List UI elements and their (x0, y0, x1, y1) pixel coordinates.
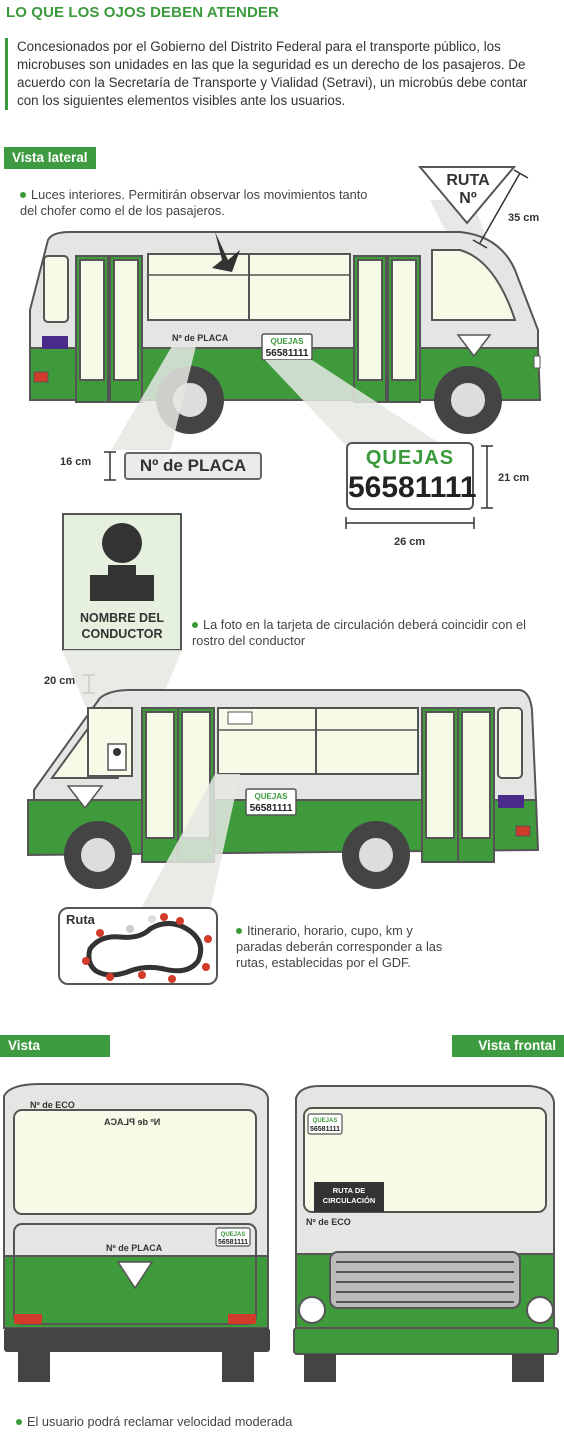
bus-front-view: QUEJAS 56581111 (293, 1085, 559, 1382)
route-sign-num: Nº (459, 190, 477, 207)
light-beam (111, 346, 196, 450)
sticker-conductor (498, 795, 524, 808)
intro-paragraph: Concesionados por el Gobierno del Distri… (5, 38, 545, 110)
quejas-sticker-small (307, 1113, 343, 1135)
wheel-rear-left (18, 1352, 50, 1382)
wheel-front-right (512, 1354, 544, 1382)
door-window (79, 259, 105, 381)
light-beam (140, 774, 240, 910)
route-circ-line-1: RUTA DE (332, 1186, 366, 1195)
svg-text:56581111: 56581111 (310, 1126, 340, 1133)
dimension-line-21 (481, 445, 493, 509)
route-sign-small (66, 785, 104, 810)
rear-door (13, 1223, 257, 1325)
dimension-line-26 (345, 517, 475, 529)
arrow-icon (212, 232, 240, 272)
note-foto: La foto en la tarjeta de circulación deb… (192, 617, 532, 649)
bumper (293, 1327, 559, 1355)
note-velocidad: El usuario podrá reclamar velocidad mode… (16, 1414, 416, 1430)
bullet-icon (20, 191, 26, 198)
id-card-small (107, 743, 127, 771)
bus-side-view-1: Nº de PLACA QUEJAS 56581111 (29, 200, 542, 450)
note-itinerario: Itinerario, horario, cupo, km y paradas … (236, 923, 446, 971)
route-sign-small (456, 334, 492, 358)
svg-text:QUEJAS: QUEJAS (313, 1118, 338, 1124)
dimension-21: 21 cm (498, 472, 530, 484)
note-itinerario-text: Itinerario, horario, cupo, km y paradas … (236, 923, 443, 970)
head-light-left (298, 1296, 326, 1324)
route-map-small (227, 711, 253, 725)
wheel-front-left (304, 1354, 336, 1382)
bullet-icon (16, 1418, 22, 1425)
front-grille (329, 1251, 521, 1309)
rear-window (13, 1109, 257, 1215)
conductor-label-2: CONDUCTOR (81, 627, 163, 641)
note-luces-text: Luces interiores. Permitirán observar lo… (20, 187, 368, 218)
route-sign-ruta: RUTA (446, 172, 490, 189)
eco-label-front: Nº de ECO (306, 1217, 351, 1227)
door-window (391, 259, 417, 381)
page-title: LO QUE LOS OJOS DEBEN ATENDER (6, 4, 279, 21)
route-map-title: Ruta (66, 912, 95, 927)
door-window (113, 259, 139, 381)
route-circ-line-2: CIRCULACIÓN (322, 1196, 376, 1205)
placa-label-rear: Nº de PLACA (106, 1243, 163, 1253)
bullet-icon (236, 927, 242, 934)
section-tag-posterior: Vista posterior (0, 1035, 110, 1075)
head-light (533, 355, 541, 369)
dimension-20: 20 cm (44, 675, 76, 687)
dimension-line-16 (104, 451, 116, 481)
tail-light (515, 825, 531, 837)
note-velocidad-text: El usuario podrá reclamar velocidad mode… (27, 1414, 293, 1429)
person-icon (90, 523, 154, 601)
rear-window (43, 255, 69, 323)
bullet-icon (192, 621, 198, 628)
dimension-16: 16 cm (60, 456, 92, 468)
tail-light (33, 371, 49, 383)
placa-sign: Nº de PLACA (124, 452, 262, 480)
rear-window (497, 707, 523, 779)
note-luces: Luces interiores. Permitirán observar lo… (20, 187, 380, 219)
conductor-label-1: NOMBRE DEL (79, 611, 165, 625)
dimension-26: 26 cm (394, 536, 426, 548)
quejas-title: QUEJAS (365, 447, 455, 469)
quejas-number: 56581111 (348, 471, 477, 504)
head-light-right (526, 1296, 554, 1324)
conductor-card: NOMBRE DEL CONDUCTOR (62, 513, 182, 651)
route-map-icon (82, 913, 212, 983)
section-tag-lateral: Vista lateral (4, 147, 96, 169)
sticker-conductor (42, 336, 68, 349)
svg-text:56581111: 56581111 (250, 803, 293, 814)
svg-text:56581111: 56581111 (266, 348, 309, 359)
svg-text:QUEJAS: QUEJAS (255, 792, 289, 801)
eco-label-rear: Nº de ECO (30, 1100, 75, 1110)
svg-text:QUEJAS: QUEJAS (221, 1232, 246, 1238)
placa-label-mirrored: Nº de PLACA (104, 1117, 161, 1127)
route-map-card: Ruta (58, 907, 218, 985)
windshield (431, 249, 517, 321)
section-tag-frontal: Vista frontal (452, 1035, 564, 1057)
light-beam (265, 360, 450, 450)
route-sign-small (116, 1261, 154, 1290)
svg-text:56581111: 56581111 (218, 1239, 248, 1246)
dimension-line-35 (472, 169, 529, 249)
svg-text:QUEJAS: QUEJAS (271, 337, 305, 346)
door-window (357, 259, 383, 381)
quejas-sign: QUEJAS 56581111 (346, 442, 477, 510)
bus-rear-view: QUEJAS 56581111 (3, 1083, 270, 1382)
route-sign-big (418, 166, 517, 225)
quejas-sticker-small (215, 1227, 251, 1247)
bumper (4, 1328, 270, 1352)
bus-side-view-2: QUEJAS 56581111 (27, 650, 540, 910)
placa-label-on-bus: Nº de PLACA (172, 333, 229, 343)
wheel-rear-right (222, 1352, 254, 1382)
note-foto-text: La foto en la tarjeta de circulación deb… (192, 617, 526, 648)
dimension-35: 35 cm (508, 212, 540, 224)
route-circulation-sign (314, 1182, 384, 1212)
quejas-sticker-small (245, 788, 297, 816)
